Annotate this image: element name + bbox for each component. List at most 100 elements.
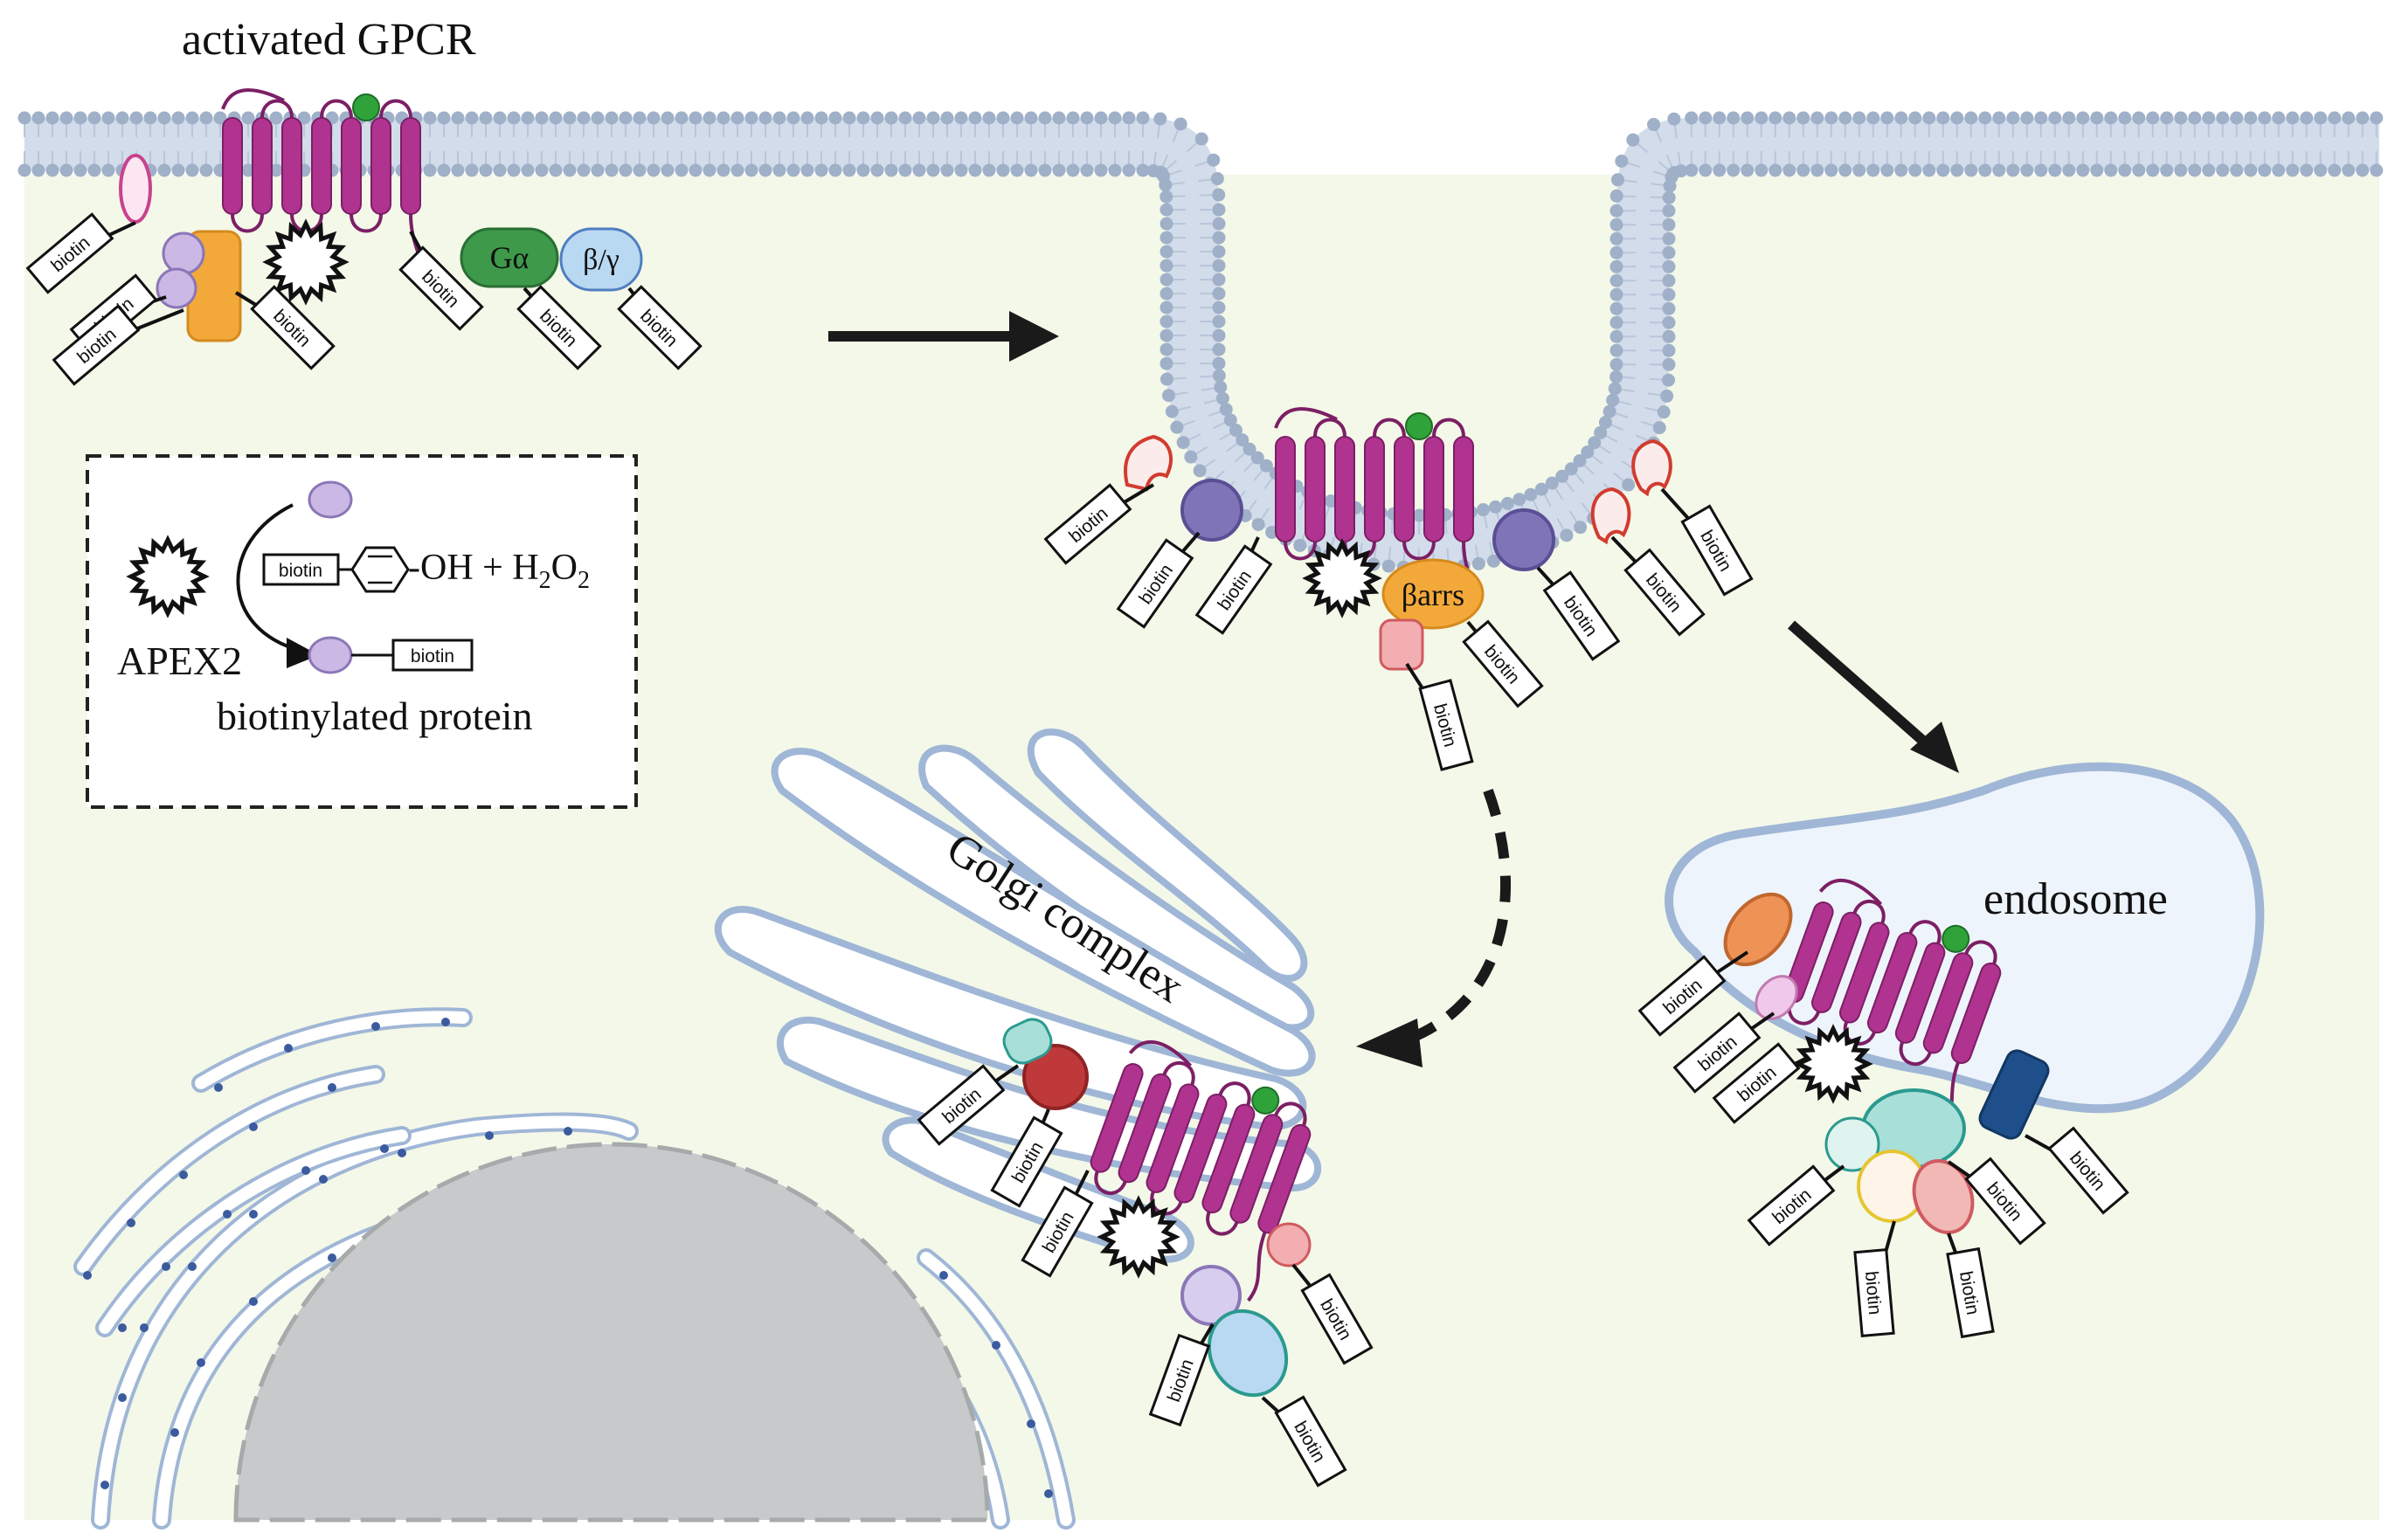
lipid-head	[1727, 111, 1741, 125]
lipid-head	[1992, 111, 2006, 125]
ribosome-dot	[118, 1393, 127, 1402]
lipid-head	[1560, 528, 1574, 542]
gpcr-n-terminus	[1128, 1040, 1193, 1067]
lipid-head	[1609, 329, 1623, 343]
lipid-head	[1512, 493, 1526, 507]
lipid-head	[1159, 314, 1173, 328]
lipid-head	[1662, 357, 1676, 371]
lipid-head	[1251, 517, 1265, 531]
lipid-head	[2076, 163, 2090, 177]
lipid-head	[703, 111, 716, 125]
golgi-complex: Golgi complex	[714, 729, 1322, 1398]
ribosome-dot	[127, 1219, 135, 1227]
biotin-tag-box	[1542, 570, 1621, 661]
lipid-head	[465, 111, 479, 125]
teal-light-protein	[1824, 1116, 1880, 1172]
biotin-tag-box	[2047, 1126, 2129, 1215]
lipid-head	[968, 163, 982, 177]
biotin-tag-box	[1300, 1273, 1374, 1365]
gpcr-loop	[1373, 418, 1406, 438]
lipid-head	[2188, 163, 2202, 177]
lipid-head	[1159, 328, 1173, 342]
lipid-head	[1662, 204, 1676, 218]
lipid-head	[157, 111, 171, 125]
lipid-head	[1662, 315, 1676, 329]
gpcr-helix	[1838, 922, 1890, 1024]
lipid-head	[605, 111, 619, 125]
lipid-head	[1880, 163, 1894, 177]
lipid-head	[1810, 163, 1824, 177]
biotin-tag-icon: biotin	[917, 1064, 1006, 1146]
biotinylated-protein-icon	[308, 636, 353, 674]
gpcr-helix	[1090, 1063, 1144, 1173]
lipid-head	[1838, 111, 1852, 125]
biotin-tag-icon: biotin	[1672, 1012, 1762, 1094]
lipid-head	[1038, 163, 1052, 177]
apex2-enzyme-icon	[1793, 1024, 1873, 1104]
lipid-head	[1159, 342, 1173, 356]
apex2-enzyme-icon	[262, 218, 350, 306]
lipid-head	[1486, 554, 1500, 568]
lipid-head	[1219, 403, 1233, 417]
lipid-head	[157, 163, 171, 177]
lipid-head	[59, 163, 73, 177]
golgi-cisterna	[714, 906, 1307, 1131]
lipid-head	[1212, 231, 1226, 245]
lipid-head	[115, 111, 129, 125]
lipid-head	[1212, 287, 1226, 300]
lipid-head	[744, 163, 758, 177]
lipid-head	[1609, 301, 1623, 315]
er-lumen	[99, 1129, 408, 1334]
gpcr-loop	[320, 99, 353, 119]
lipid-head	[2006, 111, 2020, 125]
lipid-head	[1212, 356, 1226, 370]
lipid-head	[2230, 163, 2244, 177]
golgi-cisterna	[771, 748, 1316, 1077]
purple-protein	[1180, 479, 1243, 542]
biotin-tag-icon: biotin	[1194, 544, 1273, 635]
blue-protein	[1978, 1049, 2050, 1140]
lipid-head	[1866, 163, 1880, 177]
lipid-head	[744, 111, 758, 125]
lipid-head	[1662, 273, 1676, 287]
lipid-head	[1922, 111, 1936, 125]
lipid-head	[465, 163, 479, 177]
apex2-starburst	[1793, 1024, 1873, 1104]
gpcr-helix	[281, 117, 302, 215]
lipid-head	[129, 111, 143, 125]
lipid-head	[269, 163, 283, 177]
lipid-head	[800, 111, 814, 125]
ribosome-dot	[284, 1044, 293, 1053]
ribosome-dot	[371, 1022, 380, 1031]
lipid-head	[2076, 111, 2090, 125]
lipid-head	[1626, 133, 1640, 147]
lipid-head	[423, 111, 437, 125]
orange-protein	[1723, 892, 1793, 967]
lipid-head	[856, 163, 870, 177]
gpcr-loop	[1094, 1171, 1127, 1196]
lipid-head	[535, 163, 549, 177]
lipid-head	[1838, 163, 1852, 177]
gpcr-loop	[1402, 541, 1436, 561]
lipid-head	[2216, 163, 2230, 177]
membrane-tails	[24, 118, 2379, 569]
gpcr-helix	[1866, 931, 1918, 1034]
lipid-head	[996, 163, 1010, 177]
lipid-head	[1381, 559, 1395, 573]
biotin-tag-box	[1672, 1012, 1762, 1094]
lipid-head	[1647, 118, 1661, 132]
lipid-head	[2272, 111, 2286, 125]
apex2-starburst	[126, 535, 210, 618]
ligand	[1405, 412, 1433, 440]
lipid-head	[675, 163, 689, 177]
lipid-head	[1136, 163, 1150, 177]
lipid-head	[1894, 163, 1908, 177]
lipid-head	[1412, 508, 1426, 522]
lipid-head	[1594, 425, 1608, 439]
lipid-head	[1214, 380, 1228, 394]
lipid-head	[563, 163, 577, 177]
lipid-head	[982, 163, 996, 177]
gpcr-receptor	[1274, 407, 1476, 612]
lipid-head	[1936, 163, 1950, 177]
